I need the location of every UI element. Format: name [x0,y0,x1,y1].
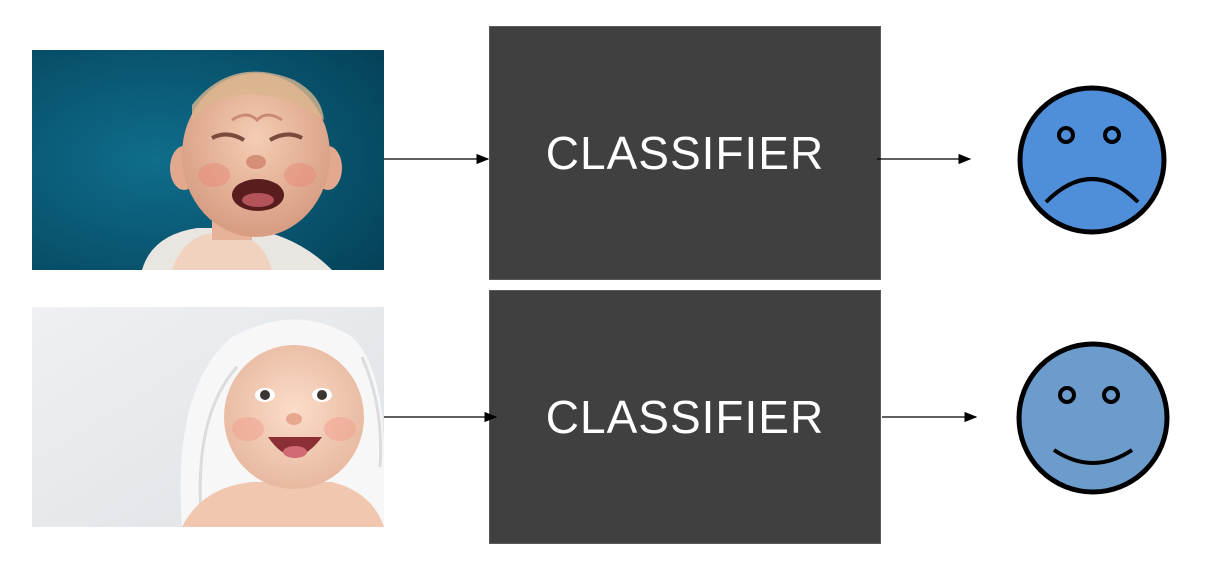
classifier-label: CLASSIFIER [545,127,825,179]
classifier-box: CLASSIFIER [490,27,880,279]
classifier-box: CLASSIFIER [490,291,880,543]
happy-face-icon [1014,340,1172,496]
laughing-baby-photo [32,307,384,527]
crying-baby-photo [32,50,384,270]
sad-face-icon [1016,84,1168,236]
classifier-label: CLASSIFIER [545,391,825,443]
